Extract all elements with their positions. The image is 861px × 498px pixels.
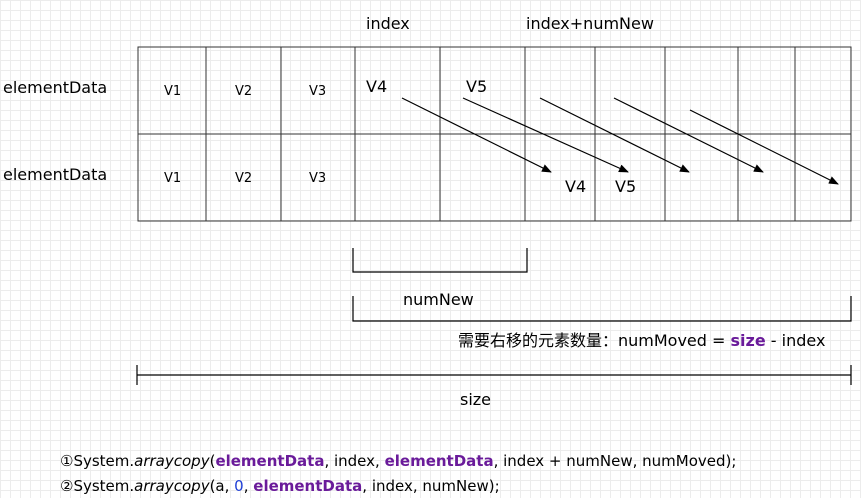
code-line-1-part: , index + numNew, numMoved); <box>493 452 737 470</box>
shift-arrow <box>613 97 764 173</box>
shift-arrow-v4 <box>401 97 552 173</box>
code-line-1-part: System. <box>73 452 135 470</box>
code-line-2-part: , <box>243 477 254 495</box>
code-line-2: ②System.arraycopy(a, 0, elementData, ind… <box>60 477 500 495</box>
code-line-1: ①System.arraycopy(elementData, index, el… <box>60 452 736 470</box>
moved-range-bracket <box>352 296 852 322</box>
row-label-elementdata-1: elementData <box>3 78 108 97</box>
row2-cell-1: V1 <box>164 171 182 186</box>
size-label: size <box>460 390 492 409</box>
code-line-1-part: arraycopy <box>134 452 210 470</box>
code-line-1-marker: ① <box>60 452 74 470</box>
code-line-2-part: elementData <box>253 477 363 495</box>
row2-cell-v5: V5 <box>615 177 637 196</box>
shift-arrows <box>401 97 839 185</box>
size-dimension-line <box>136 365 852 385</box>
row1-cell-5: V5 <box>466 77 488 96</box>
code-line-2-part: , index, numNew); <box>362 477 500 495</box>
num-moved-prefix: 需要右移的元素数量：numMoved = <box>458 331 731 350</box>
shift-arrow-v5 <box>462 97 629 173</box>
array-table <box>137 46 852 222</box>
shift-arrow <box>689 109 839 185</box>
shift-arrow <box>539 97 690 173</box>
row1-cell-2: V2 <box>235 84 253 99</box>
num-moved-formula: 需要右移的元素数量：numMoved = size - index <box>458 327 825 351</box>
code-line-2-part: arraycopy <box>134 477 210 495</box>
code-line-1-part: , index, <box>324 452 385 470</box>
row1-cell-4: V4 <box>366 77 388 96</box>
code-line-2-part: 0 <box>234 477 244 495</box>
row-label-elementdata-2: elementData <box>3 165 108 184</box>
code-line-2-part: (a, <box>209 477 235 495</box>
num-moved-suffix: - index <box>765 331 826 350</box>
index-plus-numnew-label: index+numNew <box>526 14 654 33</box>
code-line-2-part: System. <box>73 477 135 495</box>
row2-cell-2: V2 <box>235 171 253 186</box>
numnew-bracket <box>352 248 528 273</box>
code-line-1-part: elementData <box>384 452 494 470</box>
index-label: index <box>366 14 410 33</box>
row1-cell-3: V3 <box>309 84 327 99</box>
code-line-2-marker: ② <box>60 477 74 495</box>
code-line-1-part: elementData <box>215 452 325 470</box>
row2-cell-v4: V4 <box>565 177 587 196</box>
code-line-1-part: ( <box>209 452 216 470</box>
num-moved-size: size <box>730 331 766 350</box>
row1-cell-1: V1 <box>164 84 182 99</box>
row2-cell-3: V3 <box>309 171 327 186</box>
numnew-label: numNew <box>403 290 474 309</box>
